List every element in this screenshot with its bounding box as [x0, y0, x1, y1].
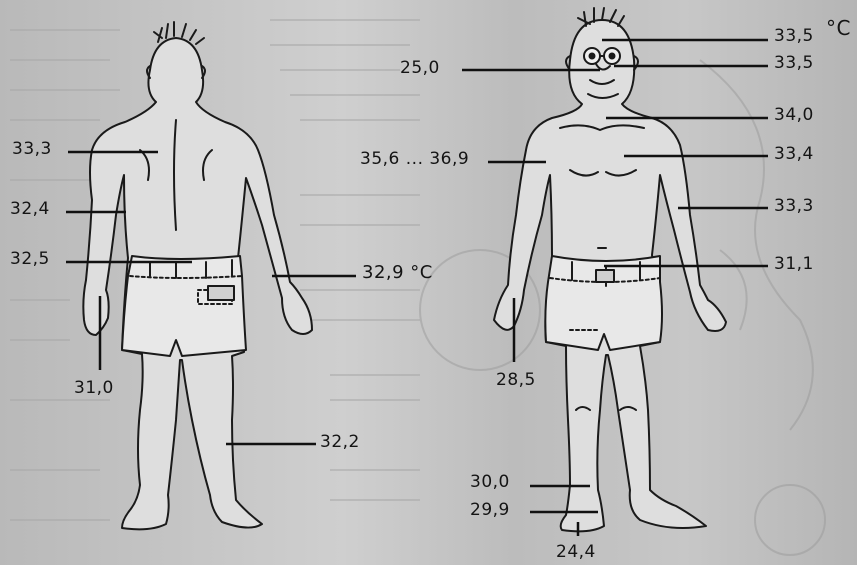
label-unit-celsius: °C [826, 18, 851, 38]
front-view-figure [494, 8, 726, 531]
label-back-lower-back: 32,4 [10, 201, 50, 218]
label-front-ankle: 30,0 [470, 474, 510, 491]
label-back-upper-back: 33,3 [12, 141, 52, 158]
label-front-upper-arm: 33,3 [774, 198, 814, 215]
label-front-nose: 25,0 [400, 60, 440, 77]
label-front-foot: 29,9 [470, 502, 510, 519]
label-front-abdomen: 31,1 [774, 256, 814, 273]
label-back-calf: 32,2 [320, 434, 360, 451]
label-front-collarbone: 34,0 [774, 107, 814, 124]
label-back-hand: 31,0 [74, 380, 114, 397]
label-front-cheek: 33,5 [774, 55, 814, 72]
label-front-head-top: 33,5 [774, 28, 814, 45]
label-back-forearm: 32,9 °C [362, 264, 433, 282]
label-front-toes: 24,4 [556, 544, 596, 561]
label-back-hip: 32,5 [10, 251, 50, 268]
label-front-hand: 28,5 [496, 372, 536, 389]
label-front-chest: 33,4 [774, 146, 814, 163]
label-front-armpit-range: 35,6 ... 36,9 [360, 151, 469, 168]
